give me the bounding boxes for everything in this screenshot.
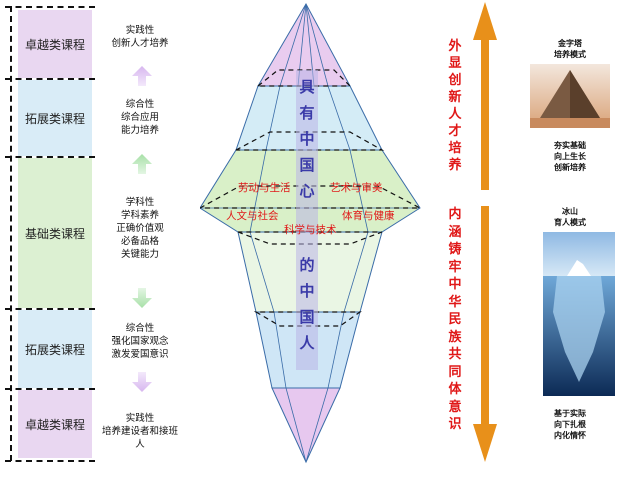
- description-foundation: 学科性 学科素养 正确价值观 必备品格 关键能力: [116, 197, 164, 260]
- description-bottom-excellence: 实践性 培养建设者和接班人: [101, 413, 178, 450]
- iceberg-caption: 基于实际 向下扎根 内化情怀: [554, 408, 586, 440]
- course-band-top-excellence: 卓越类课程: [18, 10, 92, 78]
- diamond-diagram: [200, 2, 421, 464]
- up-arrow-icon: [132, 154, 152, 174]
- divider: [5, 156, 95, 158]
- course-band-top-extension: 拓展类课程: [18, 80, 92, 156]
- down-arrow-icon: [132, 372, 152, 392]
- divider: [5, 6, 95, 8]
- band-label: 卓越类课程: [24, 417, 85, 432]
- label-art-aesthetics: 艺术与审美: [330, 182, 383, 194]
- diamond-bottom-tier: [271, 387, 341, 464]
- course-band-bottom-extension: 拓展类课程: [18, 310, 92, 388]
- band-label: 基础类课程: [24, 226, 85, 241]
- double-arrow-icon: [473, 2, 497, 462]
- vertical-dashed-line: [10, 6, 12, 461]
- divider: [5, 460, 95, 462]
- divider: [5, 388, 95, 390]
- label-science-technology: 科学与技术: [284, 224, 337, 236]
- course-band-bottom-excellence: 卓越类课程: [18, 390, 92, 458]
- down-arrow-icon: [132, 288, 152, 308]
- band-label: 拓展类课程: [24, 111, 85, 126]
- progression-arrows: [132, 66, 152, 392]
- diamond-vertical-text-bottom: 的中国人: [299, 256, 315, 352]
- divider: [5, 78, 95, 80]
- dashed-outlines: [200, 69, 421, 327]
- iceberg-title: 冰山 育人模式: [554, 206, 586, 227]
- band-label: 拓展类课程: [24, 342, 85, 357]
- pyramid-caption: 夯实基础 向上生长 创新培养: [554, 140, 586, 172]
- diamond-vertical-text-top: 具有中国心: [299, 78, 315, 200]
- inner-community-text: 内涵铸牢中华民族共同体意识: [448, 207, 462, 432]
- description-bottom-extension: 综合性 强化国家观念 激发爱国意识: [111, 323, 169, 360]
- pyramid-image: [530, 64, 610, 128]
- label-labor-life: 劳动与生活: [238, 182, 291, 194]
- up-arrow-icon: [132, 66, 152, 86]
- central-column: [296, 70, 318, 370]
- divider: [5, 308, 95, 310]
- description-top-extension: 综合性 综合应用 能力培养: [120, 99, 159, 136]
- label-sports-health: 体育与健康: [342, 210, 395, 222]
- label-humanities-society: 人文与社会: [226, 210, 279, 222]
- description-top-excellence: 实践性 创新人才培养: [111, 25, 169, 49]
- iceberg-image: [543, 232, 615, 396]
- outer-innovation-text: 外显创新人才培养: [448, 39, 462, 173]
- band-label: 卓越类课程: [24, 37, 85, 52]
- course-band-foundation: 基础类课程: [18, 158, 92, 308]
- pyramid-title: 金字塔 培养模式: [554, 38, 586, 59]
